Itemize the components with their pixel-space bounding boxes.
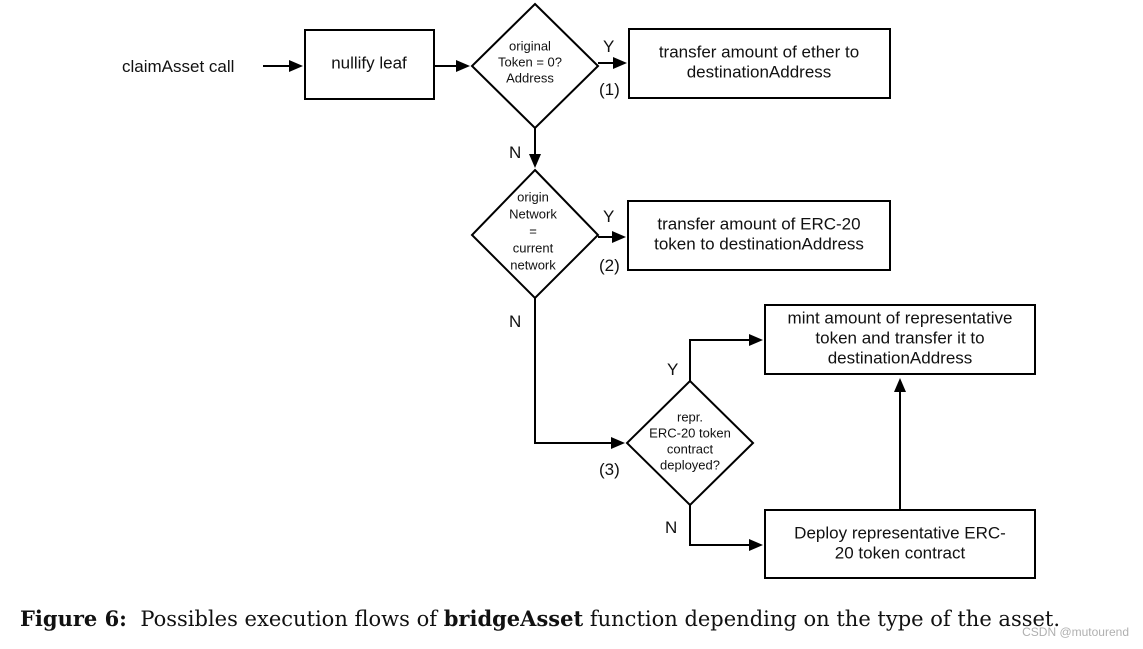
text-line: transfer amount of ether to <box>659 42 859 61</box>
yes-label-3: Y <box>667 360 678 379</box>
caption-function-name: bridgeAsset <box>443 606 584 631</box>
text-line: mint amount of representative <box>788 308 1013 327</box>
text-line: network <box>510 257 556 272</box>
text-line: origin <box>517 189 549 204</box>
text-line: deployed? <box>660 457 720 472</box>
transfer-erc20-box <box>627 200 891 271</box>
text-line: Address <box>506 70 554 85</box>
figure-caption: Figure 6: Possibles execution flows of b… <box>20 606 1130 631</box>
watermark: CSDN @mutourend <box>1022 625 1129 639</box>
yes-label-1: Y <box>603 37 614 56</box>
case-label-1: (1) <box>599 80 620 99</box>
text-line: token to destinationAddress <box>654 234 864 253</box>
text-line: = <box>529 223 537 238</box>
no-label-3: N <box>665 518 677 537</box>
transfer-ether-box <box>628 28 891 99</box>
caption-label: Figure 6: <box>20 606 127 631</box>
case-label-3: (3) <box>599 460 620 479</box>
connectors <box>263 57 906 551</box>
nullify-leaf-box <box>304 29 435 100</box>
no-label-2: N <box>509 312 521 331</box>
text-line: destinationAddress <box>687 62 832 81</box>
text-line: token and transfer it to <box>815 328 984 347</box>
caption-post: function depending on the type of the as… <box>589 607 1061 631</box>
flowchart: claimAsset call nullify leaf transfer am… <box>122 2 1036 579</box>
yes-label-2: Y <box>603 207 614 226</box>
text-line: ERC-20 token <box>649 425 731 440</box>
text-line: original <box>509 38 551 53</box>
nullify-leaf-text: nullify leaf <box>331 53 407 72</box>
text-line: Network <box>509 206 557 221</box>
text-line: Deploy representative ERC- <box>794 523 1006 542</box>
case-label-2: (2) <box>599 256 620 275</box>
text-line: 20 token contract <box>835 543 966 562</box>
text-line: transfer amount of ERC-20 <box>657 214 860 233</box>
text-line: repr. <box>677 409 703 424</box>
start-label: claimAsset call <box>122 57 234 76</box>
text-line: destinationAddress <box>828 348 973 367</box>
mint-box <box>764 304 1036 375</box>
text-line: nullify leaf <box>331 53 407 72</box>
text-line: contract <box>667 441 714 456</box>
caption-pre: Possibles execution flows of <box>140 607 438 631</box>
no-label-1: N <box>509 143 521 162</box>
text-line: current <box>513 240 554 255</box>
deploy-text: Deploy representative ERC-20 token contr… <box>794 523 1006 562</box>
text-line: Token = 0? <box>498 54 562 69</box>
